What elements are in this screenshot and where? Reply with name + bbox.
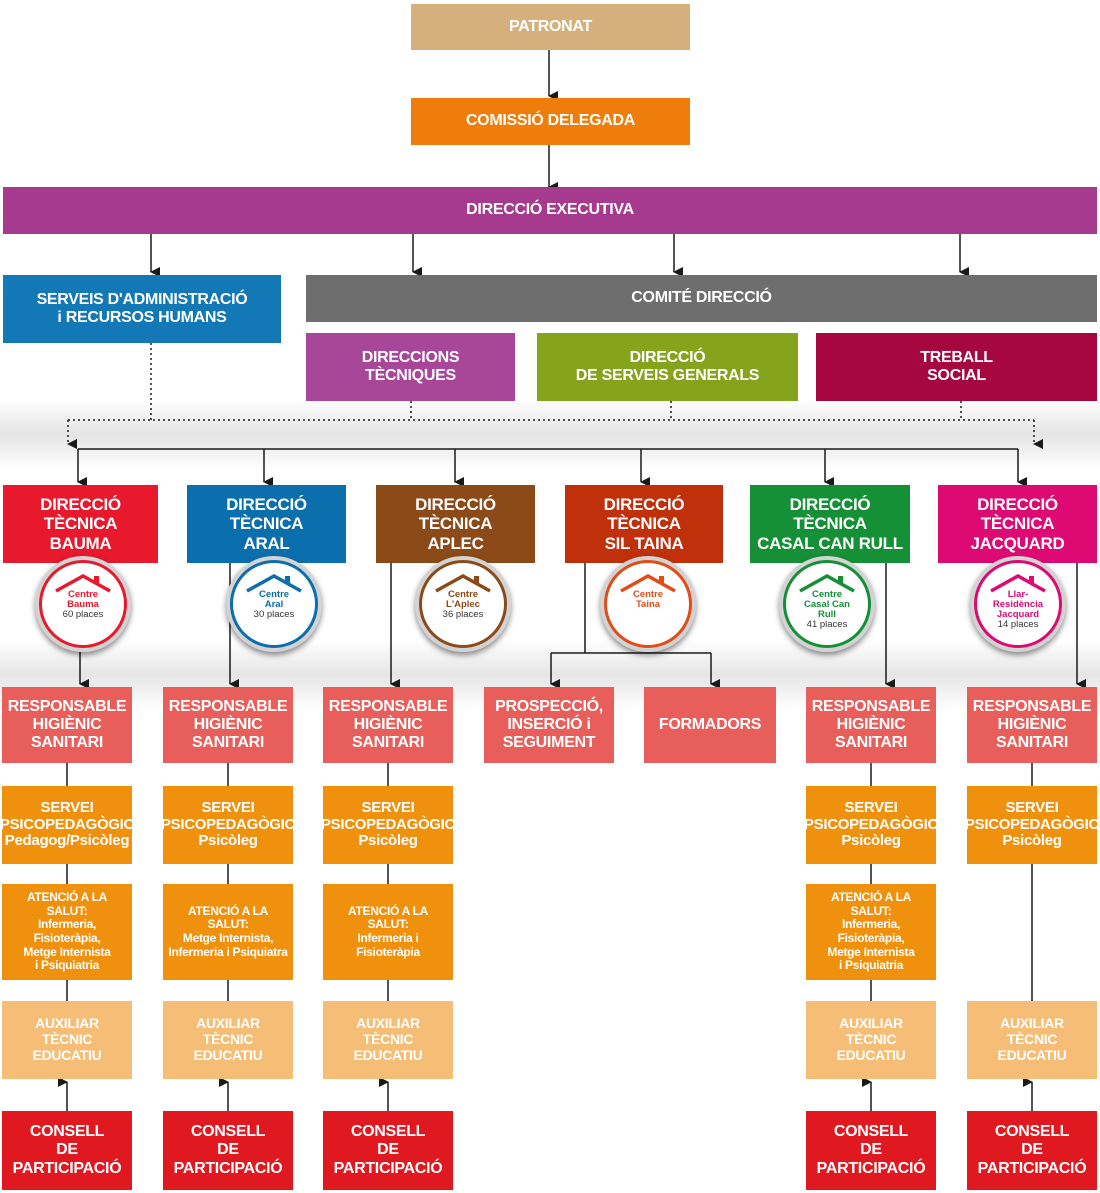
centre-places: 30 places: [253, 608, 295, 620]
band-shadow: [0, 398, 1100, 470]
direccio-tecnica-aplec: DIRECCIÓ TÈCNICA APLEC: [376, 485, 535, 563]
direccio-executiva-box: DIRECCIÓ EXECUTIVA: [3, 187, 1097, 234]
centre-badge-taina: Centre Taina: [600, 556, 696, 652]
house-icon: [799, 573, 855, 593]
prospeccio-insercio-seguiment: PROSPECCIÓ, INSERCIÓ i SEGUIMENT: [484, 687, 614, 763]
serveis-generals-box: DIRECCIÓ DE SERVEIS GENERALS: [537, 333, 798, 401]
servei-psicopedagogic: SERVEI PSICOPEDAGÒGIC Psicòleg: [965, 786, 1099, 864]
comite-direccio-box: COMITÉ DIRECCIÓ: [306, 275, 1097, 322]
centre-places: 60 places: [62, 608, 104, 620]
house-icon: [246, 573, 302, 593]
house-icon: [990, 573, 1046, 593]
centre-name: Centre Taina: [632, 589, 664, 610]
atencio-salut: ATENCIÓ A LA SALUT: Metge Internista, In…: [163, 884, 293, 980]
atencio-salut: ATENCIÓ A LA SALUT: Infermeria i Fisiote…: [323, 884, 453, 980]
auxiliar-tecnic-educatiu: AUXILIAR TÈCNIC EDUCATIU: [806, 1001, 936, 1079]
atencio-salut: ATENCIÓ A LA SALUT: Infermeria, Fisioter…: [2, 884, 132, 980]
direccions-tecniques-box: DIRECCIONS TÈCNIQUES: [306, 333, 515, 401]
consell-participacio: CONSELL DE PARTICIPACIÓ: [323, 1111, 453, 1190]
consell-participacio: CONSELL DE PARTICIPACIÓ: [806, 1111, 936, 1190]
direccio-tecnica-aral: DIRECCIÓ TÈCNICA ARAL: [187, 485, 346, 563]
consell-participacio: CONSELL DE PARTICIPACIÓ: [163, 1111, 293, 1190]
house-icon: [435, 573, 491, 593]
responsable-higienic-sanitari: RESPONSABLE HIGIÈNIC SANITARI: [806, 687, 936, 763]
responsable-higienic-sanitari: RESPONSABLE HIGIÈNIC SANITARI: [967, 687, 1097, 763]
administracio-box: SERVEIS D'ADMINISTRACIÓ i RECURSOS HUMAN…: [3, 275, 281, 343]
servei-psicopedagogic: SERVEI PSICOPEDAGÒGIC Psicòleg: [321, 786, 455, 864]
formadors-box: FORMADORS: [644, 687, 776, 763]
auxiliar-tecnic-educatiu: AUXILIAR TÈCNIC EDUCATIU: [967, 1001, 1097, 1079]
auxiliar-tecnic-educatiu: AUXILIAR TÈCNIC EDUCATIU: [2, 1001, 132, 1079]
treball-social-box: TREBALL SOCIAL: [816, 333, 1097, 401]
house-icon: [620, 573, 676, 593]
servei-psicopedagogic: SERVEI PSICOPEDAGÒGIC Pedagog/Psicòleg: [0, 786, 134, 864]
servei-psicopedagogic: SERVEI PSICOPEDAGÒGIC Psicòleg: [161, 786, 295, 864]
responsable-higienic-sanitari: RESPONSABLE HIGIÈNIC SANITARI: [2, 687, 132, 763]
responsable-higienic-sanitari: RESPONSABLE HIGIÈNIC SANITARI: [323, 687, 453, 763]
direccio-tecnica-sil-taina: DIRECCIÓ TÈCNICA SIL TAINA: [565, 485, 723, 563]
consell-participacio: CONSELL DE PARTICIPACIÓ: [2, 1111, 132, 1190]
direccio-tecnica-jacquard: DIRECCIÓ TÈCNICA JACQUARD: [938, 485, 1097, 563]
direccio-tecnica-casal-can-rull: DIRECCIÓ TÈCNICA CASAL CAN RULL: [750, 485, 910, 563]
centre-places: 36 places: [442, 608, 484, 620]
consell-participacio: CONSELL DE PARTICIPACIÓ: [967, 1111, 1097, 1190]
auxiliar-tecnic-educatiu: AUXILIAR TÈCNIC EDUCATIU: [323, 1001, 453, 1079]
direccio-tecnica-bauma: DIRECCIÓ TÈCNICA BAUMA: [3, 485, 158, 563]
servei-psicopedagogic: SERVEI PSICOPEDAGÒGIC Psicòleg: [804, 786, 938, 864]
house-icon: [55, 573, 111, 593]
centre-places: 41 places: [806, 618, 848, 630]
responsable-higienic-sanitari: RESPONSABLE HIGIÈNIC SANITARI: [163, 687, 293, 763]
comissio-delegada-box: COMISSIÓ DELEGADA: [411, 98, 690, 145]
patronat-box: PATRONAT: [411, 4, 690, 50]
auxiliar-tecnic-educatiu: AUXILIAR TÈCNIC EDUCATIU: [163, 1001, 293, 1079]
centre-places: 14 places: [997, 618, 1039, 630]
atencio-salut: ATENCIÓ A LA SALUT: Infermeria, Fisioter…: [806, 884, 936, 980]
